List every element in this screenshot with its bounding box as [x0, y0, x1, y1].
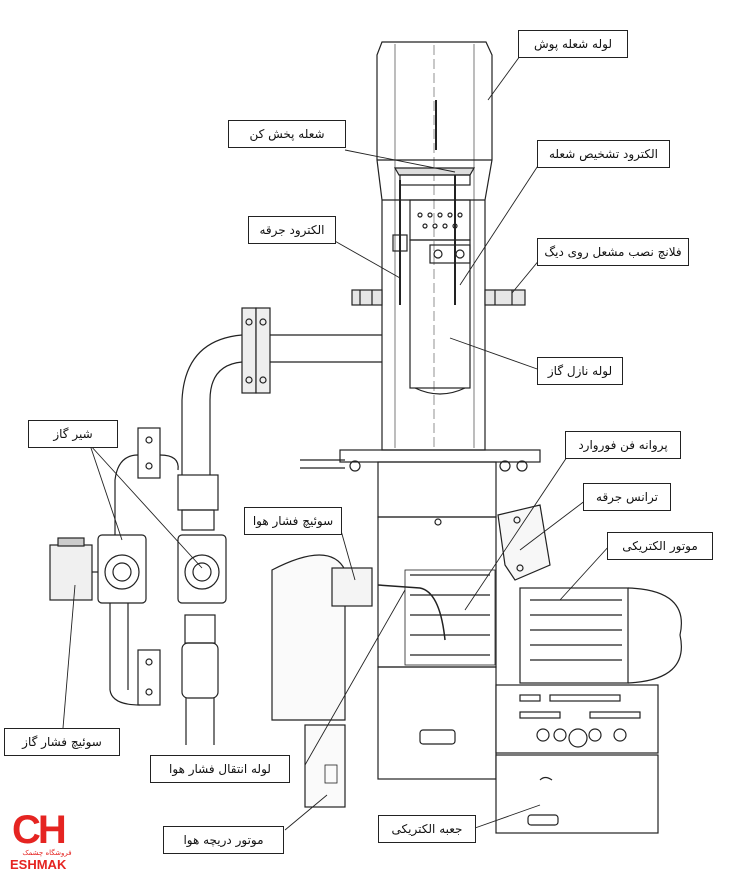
label-spark-electrode: الکترود جرقه [248, 216, 336, 244]
logo-subtitle: فروشگاه چشمک [22, 849, 72, 857]
boiler-flange-drawing [351, 289, 526, 306]
label-air-pressure-pipe: لوله انتقال فشار هوا [150, 755, 290, 783]
leader-lines [61, 44, 611, 831]
logo-name: ESHMAK [10, 857, 67, 872]
label-forward-fan: پروانه فن فوروارد [565, 431, 681, 459]
ignition-transformer-drawing [497, 504, 551, 581]
fan-housing-drawing [271, 461, 497, 780]
air-damper-motor-drawing [304, 724, 346, 808]
electric-motor-drawing [519, 587, 682, 684]
electrodes-drawing [392, 175, 471, 305]
label-flame-spreader: شعله پخش کن [228, 120, 346, 148]
label-air-pressure-switch: سوئیچ فشار هوا [244, 507, 342, 535]
label-flame-tube: لوله شعله پوش [518, 30, 628, 58]
label-ignition-transformer: ترانس جرقه [583, 483, 671, 511]
nozzle-head-drawing [409, 199, 471, 395]
label-gas-pressure-switch: سوئیچ فشار گاز [4, 728, 120, 756]
gas-pressure-switch-drawing [49, 537, 98, 601]
label-electric-motor: موتور الکتریکی [607, 532, 713, 560]
electric-box-drawing [495, 684, 659, 834]
label-electric-box: جعبه الکتریکی [378, 815, 476, 843]
label-gas-valve: شیر گاز [28, 420, 118, 448]
label-air-damper-motor: موتور دریچه هوا [163, 826, 284, 854]
logo-mark: CH [12, 808, 67, 852]
gas-supply-pipe-drawing [177, 307, 382, 531]
label-flame-detect-electrode: الکترود تشخیص شعله [537, 140, 670, 168]
air-pressure-switch-drawing [331, 567, 446, 641]
gas-valve-drawing [177, 534, 227, 745]
brand-logo: CH فروشگاه چشمک ESHMAK [10, 808, 90, 874]
flame-tube-drawing [376, 41, 493, 451]
label-boiler-flange: فلانچ نصب مشعل روی دیگ [537, 238, 689, 266]
mounting-plate-drawing [300, 449, 541, 472]
label-nozzle-pipe: لوله نازل گاز [537, 357, 623, 385]
left-valve-train-drawing [97, 427, 179, 706]
